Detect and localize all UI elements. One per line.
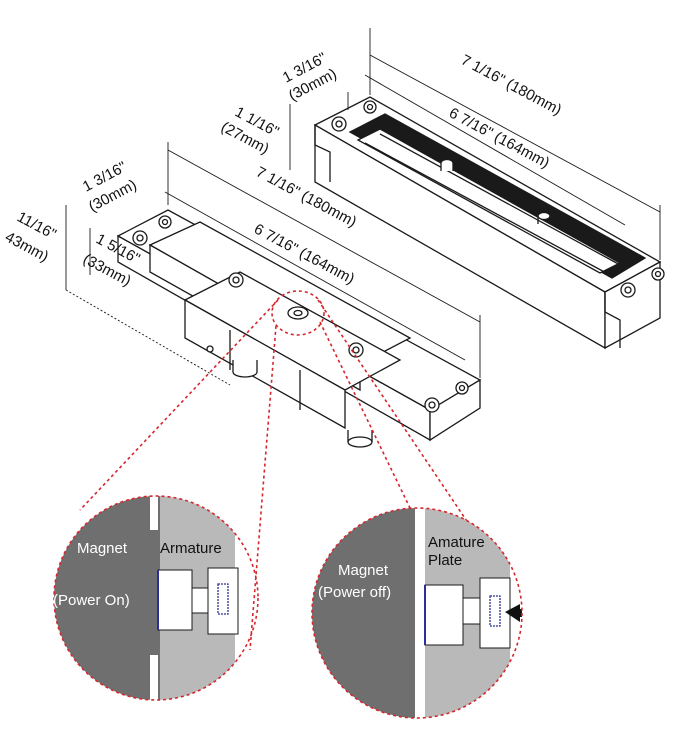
right-magnet-area: [312, 508, 415, 718]
callout-highlight-ring: [271, 290, 325, 336]
top-lock-length-total: 7 1/16" (180mm): [458, 52, 564, 119]
right-armature-label-line2: Plate: [428, 552, 462, 569]
detail-right-power-off: Magnet (Power off) Amature Plate: [311, 507, 523, 719]
bottom-lock-foot-2: [347, 436, 373, 448]
left-armature-label: Armature: [160, 540, 222, 557]
bottom-lock-dimension-lines: [65, 142, 481, 386]
right-detail-circle: [311, 507, 523, 719]
left-detail-circle: [53, 495, 259, 701]
top-lock-end-face: [604, 260, 661, 350]
left-magnet-label: Magnet: [77, 540, 128, 557]
right-armature-label-line1: Amature: [428, 534, 485, 551]
left-power-label: (Power On): [53, 592, 130, 609]
right-power-label: (Power off): [318, 584, 391, 601]
top-lock-magnet-core: [356, 128, 622, 274]
right-push-arrow: [505, 604, 522, 622]
top-lock-drawing: [313, 96, 665, 350]
top-lock-stud-2: [537, 211, 551, 221]
detail-left-power-on: Magnet (Power On) Armature: [53, 495, 259, 701]
right-magnet-label: Magnet: [338, 562, 389, 579]
top-lock-dimension-lines: [289, 28, 661, 260]
